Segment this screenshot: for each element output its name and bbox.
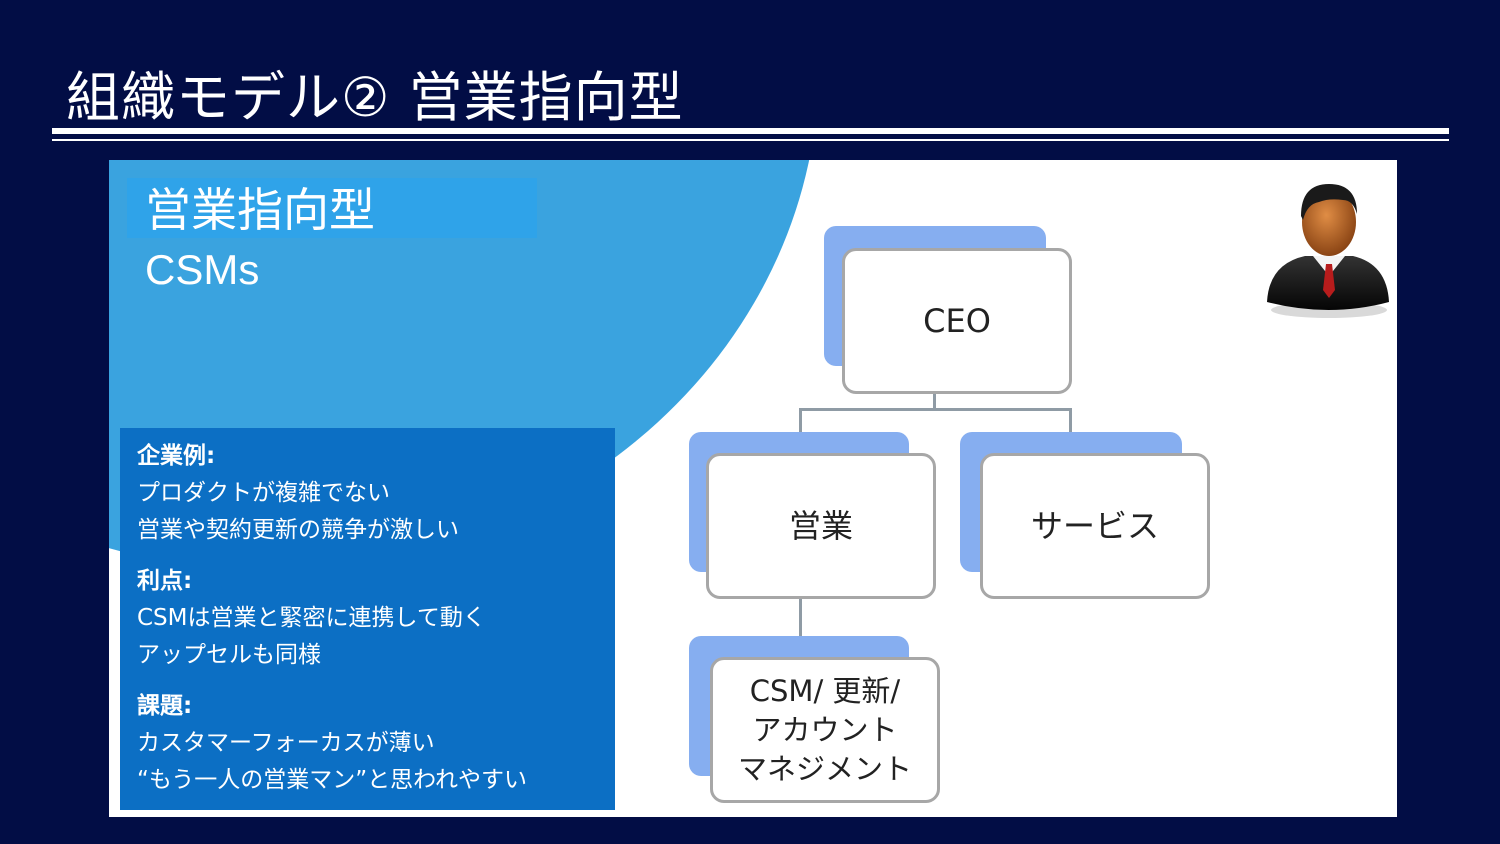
org-node-service: サービス <box>980 453 1210 599</box>
slide-title: 組織モデル② 営業指向型 <box>66 66 684 129</box>
panel-subheading: CSMs <box>145 246 260 293</box>
pros-label: 利点: <box>137 568 193 594</box>
org-node-sales: 営業 <box>706 453 936 599</box>
businessman-icon <box>1267 184 1389 318</box>
examples-label: 企業例: <box>137 443 216 469</box>
org-node-ceo: CEO <box>842 248 1072 394</box>
org-node-csm: CSM/ 更新/ アカウント マネジメント <box>710 657 940 803</box>
connector-line <box>933 390 936 410</box>
panel-heading: 営業指向型 <box>145 184 375 236</box>
pros-item: アップセルも同様 <box>137 642 321 668</box>
issues-item: “もう一人の営業マン”と思われやすい <box>137 767 527 793</box>
connector-line <box>799 408 802 454</box>
example-item: プロダクトが複雑でない <box>137 480 390 506</box>
pros-item: CSMは営業と緊密に連携して動く <box>137 605 486 631</box>
info-box: 企業例: プロダクトが複雑でない 営業や契約更新の競争が激しい 利点: CSMは… <box>120 428 615 810</box>
slide-image-panel: 営業指向型 CSMs 企業例: プロダクトが複雑でない 営業や契約更新の競争が激… <box>109 160 1397 817</box>
title-rule-thick <box>52 128 1449 134</box>
connector-line <box>799 598 802 660</box>
connector-line <box>799 408 1071 411</box>
title-rule-thin <box>52 139 1449 141</box>
heading-band <box>127 178 537 238</box>
issues-label: 課題: <box>137 693 193 719</box>
issues-item: カスタマーフォーカスが薄い <box>137 730 435 756</box>
connector-line <box>1069 408 1072 454</box>
example-item: 営業や契約更新の競争が激しい <box>137 517 459 543</box>
